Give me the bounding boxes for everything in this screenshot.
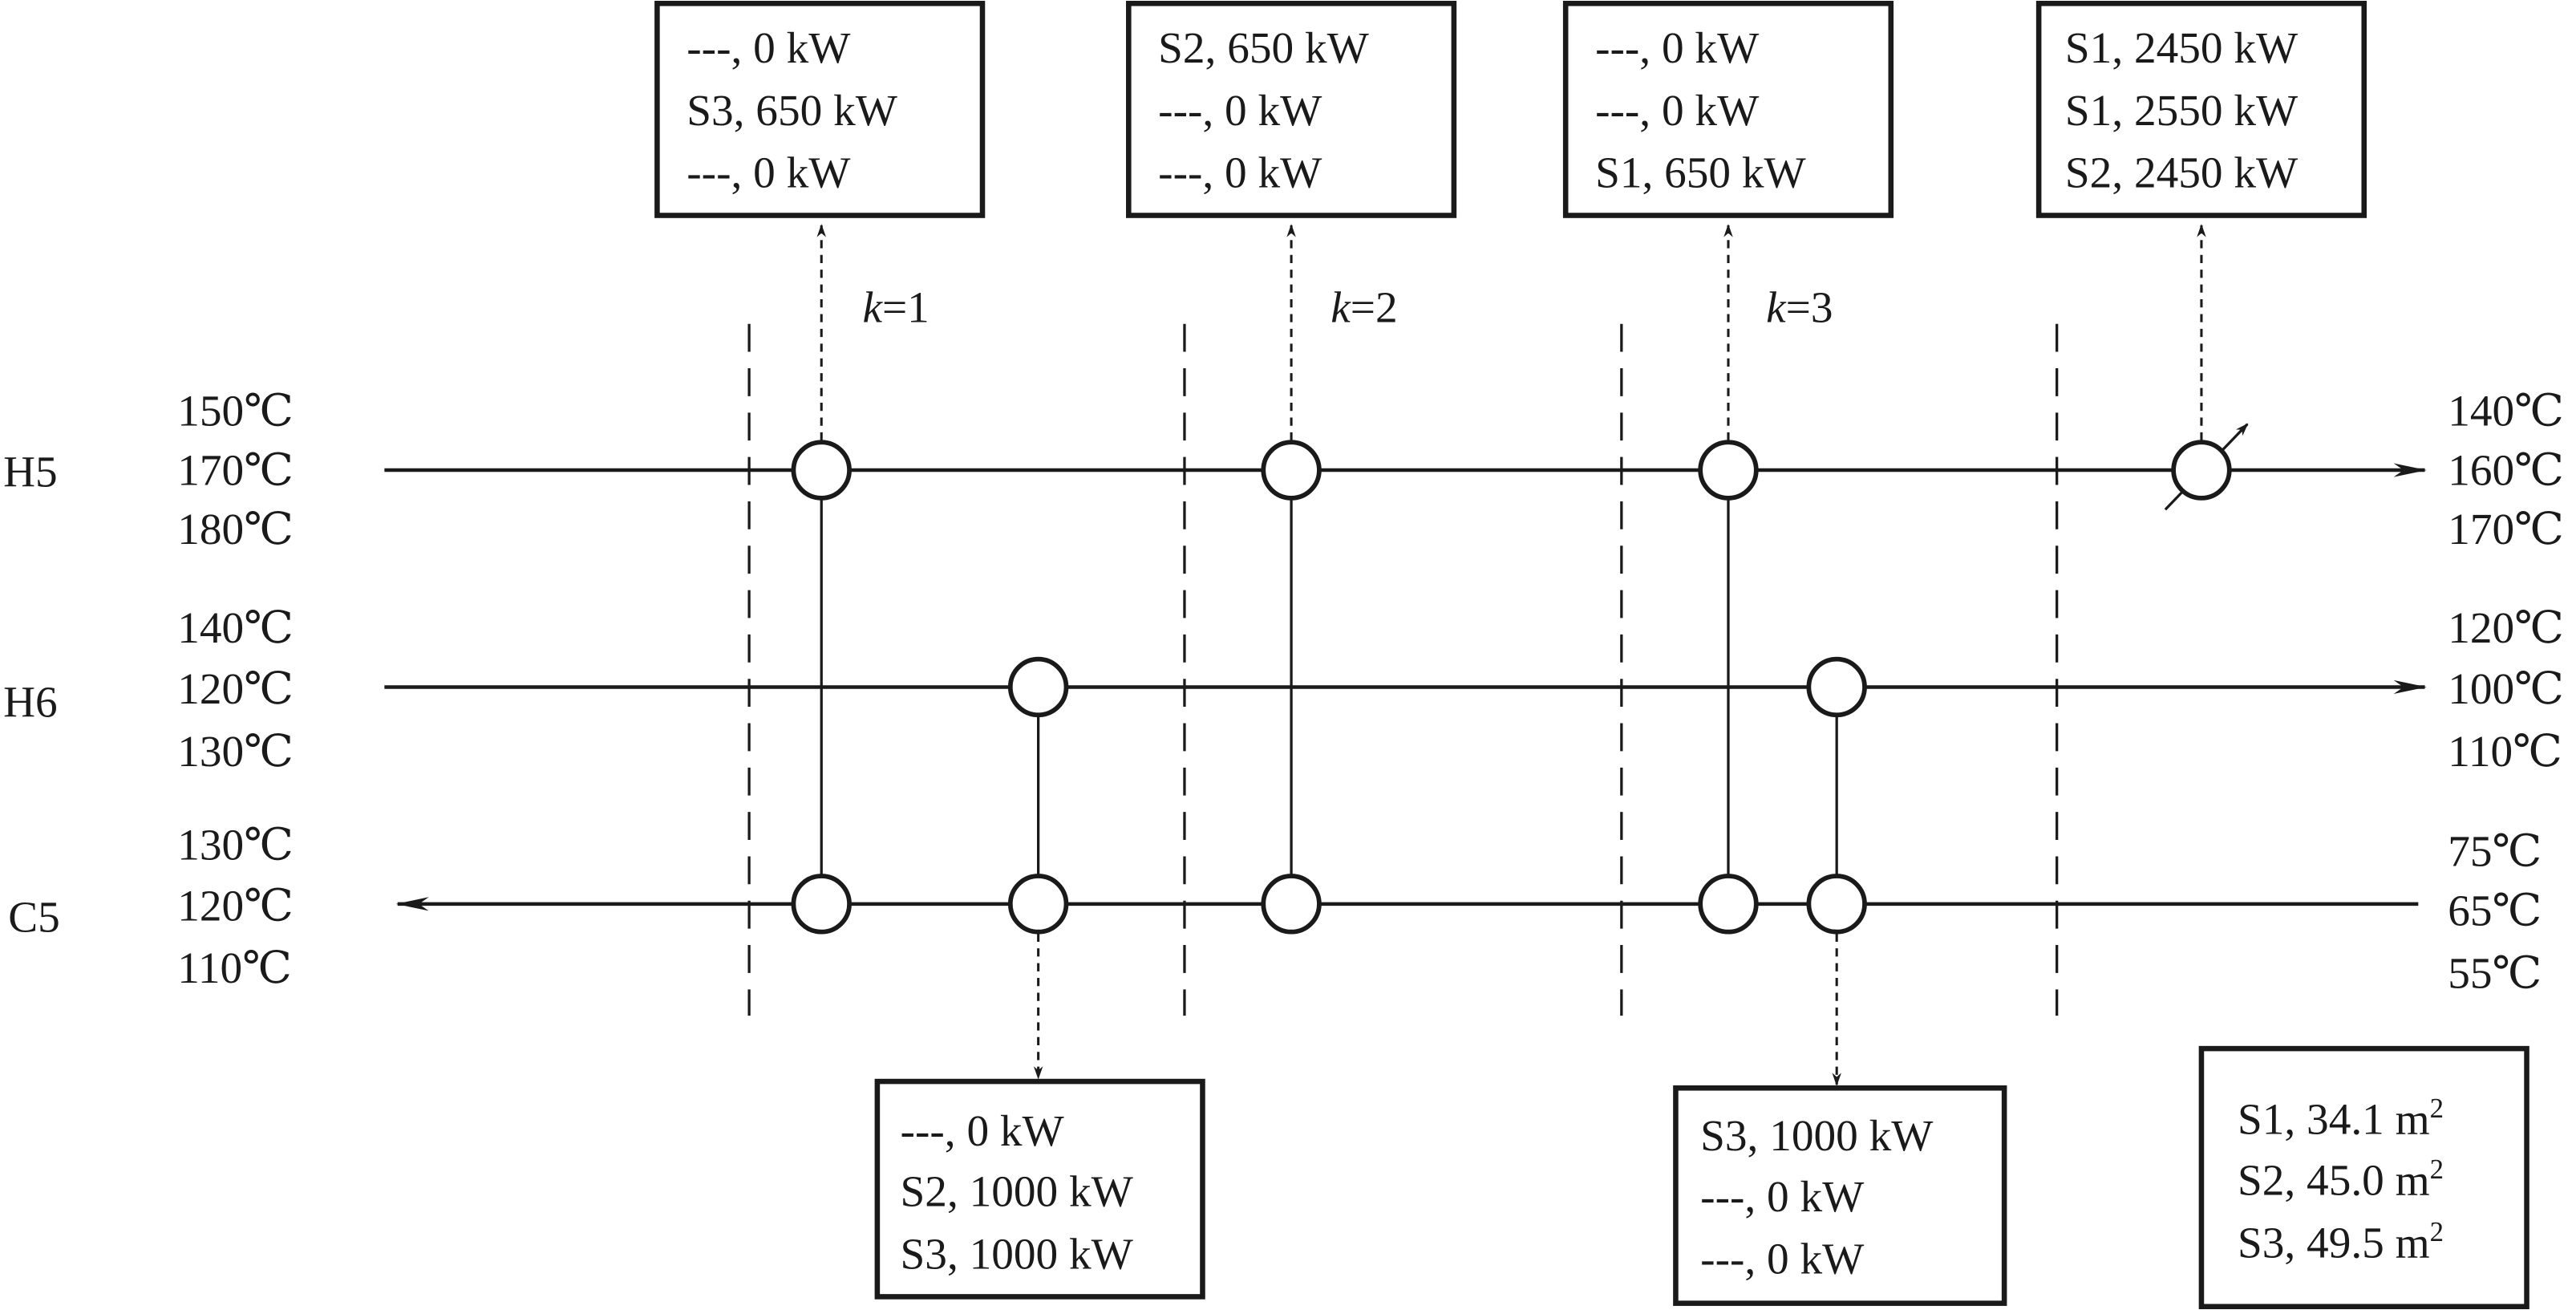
duty-line: S3, 1000 kW — [1700, 1111, 1934, 1160]
temp-label: 170℃ — [177, 445, 294, 494]
temp-label: 130℃ — [177, 727, 294, 776]
temp-label: 110℃ — [177, 943, 292, 992]
temp-label: 160℃ — [2448, 445, 2564, 494]
exchanger-k3-h6[interactable] — [1806, 656, 1867, 718]
right-temperatures: 140℃ 160℃ 170℃ 120℃ 100℃ 110℃ 75℃ 65℃ 55… — [2448, 387, 2564, 998]
exchanger-k1-h6[interactable] — [1007, 656, 1069, 718]
duty-box-k3-h6: S3, 1000 kW ---, 0 kW ---, 0 kW — [1673, 1085, 2007, 1306]
temp-label: 100℃ — [2448, 664, 2564, 713]
temp-label: 65℃ — [2448, 886, 2542, 935]
area-line: S1, 34.1 m2 — [2238, 1093, 2444, 1143]
temp-label: 55℃ — [2448, 948, 2542, 997]
duty-line: S1, 650 kW — [1595, 148, 1806, 197]
stream-label-h5: H5 — [3, 448, 58, 497]
duty-line: S3, 650 kW — [687, 86, 897, 135]
temp-label: 120℃ — [2448, 603, 2564, 652]
duty-line: ---, 0 kW — [901, 1106, 1065, 1155]
duty-line: S1, 2550 kW — [2065, 86, 2299, 135]
exchanger-k3-c5-a[interactable] — [1698, 874, 1759, 935]
duty-line: S2, 650 kW — [1158, 23, 1369, 72]
exchanger-k1-h5[interactable] — [791, 440, 852, 501]
temp-label: 140℃ — [2448, 387, 2564, 436]
exchanger-k1-c5-a[interactable] — [791, 874, 852, 935]
area-line: S2, 45.0 m2 — [2238, 1154, 2444, 1204]
temp-label: 180℃ — [177, 505, 294, 554]
temp-label: 130℃ — [177, 821, 294, 870]
temp-label: 75℃ — [2448, 827, 2542, 876]
exchangers — [791, 440, 1867, 935]
duty-line: ---, 0 kW — [687, 23, 851, 72]
area-line: S3, 49.5 m2 — [2238, 1216, 2444, 1267]
duty-line: ---, 0 kW — [1158, 148, 1322, 197]
duty-box-k2-h5: S2, 650 kW ---, 0 kW ---, 0 kW — [1126, 1, 1457, 218]
duty-box-k3-h5: ---, 0 kW ---, 0 kW S1, 650 kW — [1562, 1, 1894, 218]
duty-box-k1-h5: ---, 0 kW S3, 650 kW ---, 0 kW — [654, 1, 986, 218]
exchanger-k1-c5-b[interactable] — [1007, 874, 1069, 935]
stage-dividers — [747, 323, 2059, 1016]
stage-label-k3: k=3 — [1766, 283, 1833, 332]
duty-line: ---, 0 kW — [1700, 1235, 1865, 1284]
temp-label: 150℃ — [177, 387, 294, 436]
duty-line: ---, 0 kW — [1595, 86, 1760, 135]
duty-line: S3, 1000 kW — [901, 1230, 1134, 1279]
duty-line: S2, 2450 kW — [2065, 148, 2299, 197]
temp-label: 140℃ — [177, 603, 294, 652]
temp-label: 170℃ — [2448, 505, 2564, 554]
exchanger-k2-c5[interactable] — [1261, 874, 1322, 935]
duty-line: ---, 0 kW — [687, 148, 851, 197]
exchanger-k3-c5-b[interactable] — [1806, 874, 1867, 935]
duty-box-cooler: S1, 2450 kW S1, 2550 kW S2, 2450 kW — [2035, 1, 2367, 218]
stream-label-h6: H6 — [3, 677, 58, 726]
exchanger-k3-h5[interactable] — [1698, 440, 1759, 501]
left-temperatures: 150℃ 170℃ 180℃ 140℃ 120℃ 130℃ 130℃ 120℃ … — [177, 387, 294, 992]
stream-label-c5: C5 — [8, 893, 60, 942]
cooler-circle[interactable] — [2171, 440, 2232, 501]
exchanger-k2-h5[interactable] — [1261, 440, 1322, 501]
temp-label: 120℃ — [177, 664, 294, 713]
temp-label: 120℃ — [177, 881, 294, 930]
stage-label-k1: k=1 — [862, 283, 929, 332]
utility-cooler[interactable] — [2164, 423, 2249, 511]
duty-box-k1-h6: ---, 0 kW S2, 1000 kW S3, 1000 kW — [874, 1078, 1205, 1300]
duty-line: S2, 1000 kW — [901, 1167, 1134, 1216]
duty-line: ---, 0 kW — [1595, 23, 1760, 72]
temp-label: 110℃ — [2448, 727, 2562, 776]
stage-label-k2: k=2 — [1331, 283, 1397, 332]
duty-line: S1, 2450 kW — [2065, 23, 2299, 72]
duty-line: ---, 0 kW — [1158, 86, 1322, 135]
area-summary-box: S1, 34.1 m2 S2, 45.0 m2 S3, 49.5 m2 — [2198, 1045, 2529, 1309]
duty-line: ---, 0 kW — [1700, 1172, 1865, 1221]
